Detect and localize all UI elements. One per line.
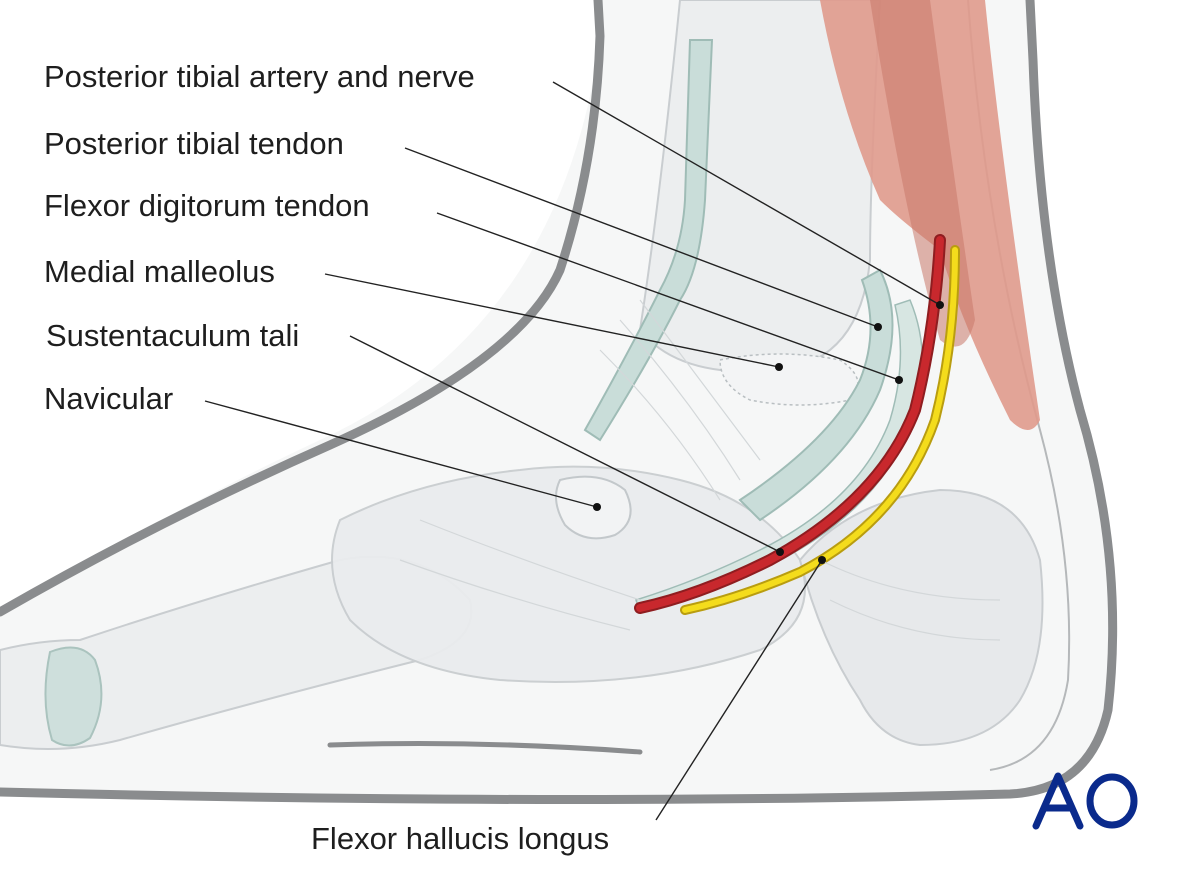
leader-lines [204,81,941,821]
leader-medial-malleolus [324,273,780,368]
leader-navicular [204,400,598,508]
leader-posterior-tibial-artery-nerve [552,81,941,306]
ao-logo-letter-a [1032,772,1084,830]
endpoint-artery-nerve [936,301,944,309]
endpoint-medial-malleolus [775,363,783,371]
label-posterior-tibial-tendon: Posterior tibial tendon [44,126,344,161]
ao-logo: AO [1032,772,1138,830]
leader-posterior-tibial-tendon [404,147,879,328]
leader-sustentaculum-tali [349,335,781,553]
ligament-fibers [399,299,1001,641]
label-medial-malleolus: Medial malleolus [44,254,275,289]
label-flexor-digitorum-tendon: Flexor digitorum tendon [44,188,370,223]
leader-endpoints [593,301,944,564]
posterior-tibial-artery-fill [636,236,944,612]
label-sustentaculum-tali: Sustentaculum tali [46,318,300,353]
flexor-digitorum-tendon-shape [738,268,894,522]
calcaneus [798,488,1044,747]
phalanx-joint [44,646,103,747]
posterior-tibial-tendon-shape [583,39,714,442]
leader-flexor-digitorum-tendon [436,212,900,381]
endpoint-flexor-hallucis-longus [818,556,826,564]
label-flexor-hallucis-longus: Flexor hallucis longus [311,821,610,856]
ao-logo-letter-o [1086,773,1138,829]
skin-outline-dorsal [0,0,605,617]
label-navicular: Navicular [44,381,174,416]
leader-flexor-hallucis-longus [655,559,823,821]
endpoint-navicular [593,503,601,511]
label-posterior-tibial-artery-nerve: Posterior tibial artery and nerve [44,59,475,94]
endpoint-flexor-digitorum-tendon [895,376,903,384]
sole-line [327,741,643,755]
endpoint-sustentaculum-tali [776,548,784,556]
skin-outline-heel [0,0,1118,805]
posterior-tibial-nerve-fill [682,247,958,613]
endpoint-posterior-tibial-tendon [874,323,882,331]
calf-muscle-inner [870,0,975,347]
tarsal-bones [331,465,806,683]
